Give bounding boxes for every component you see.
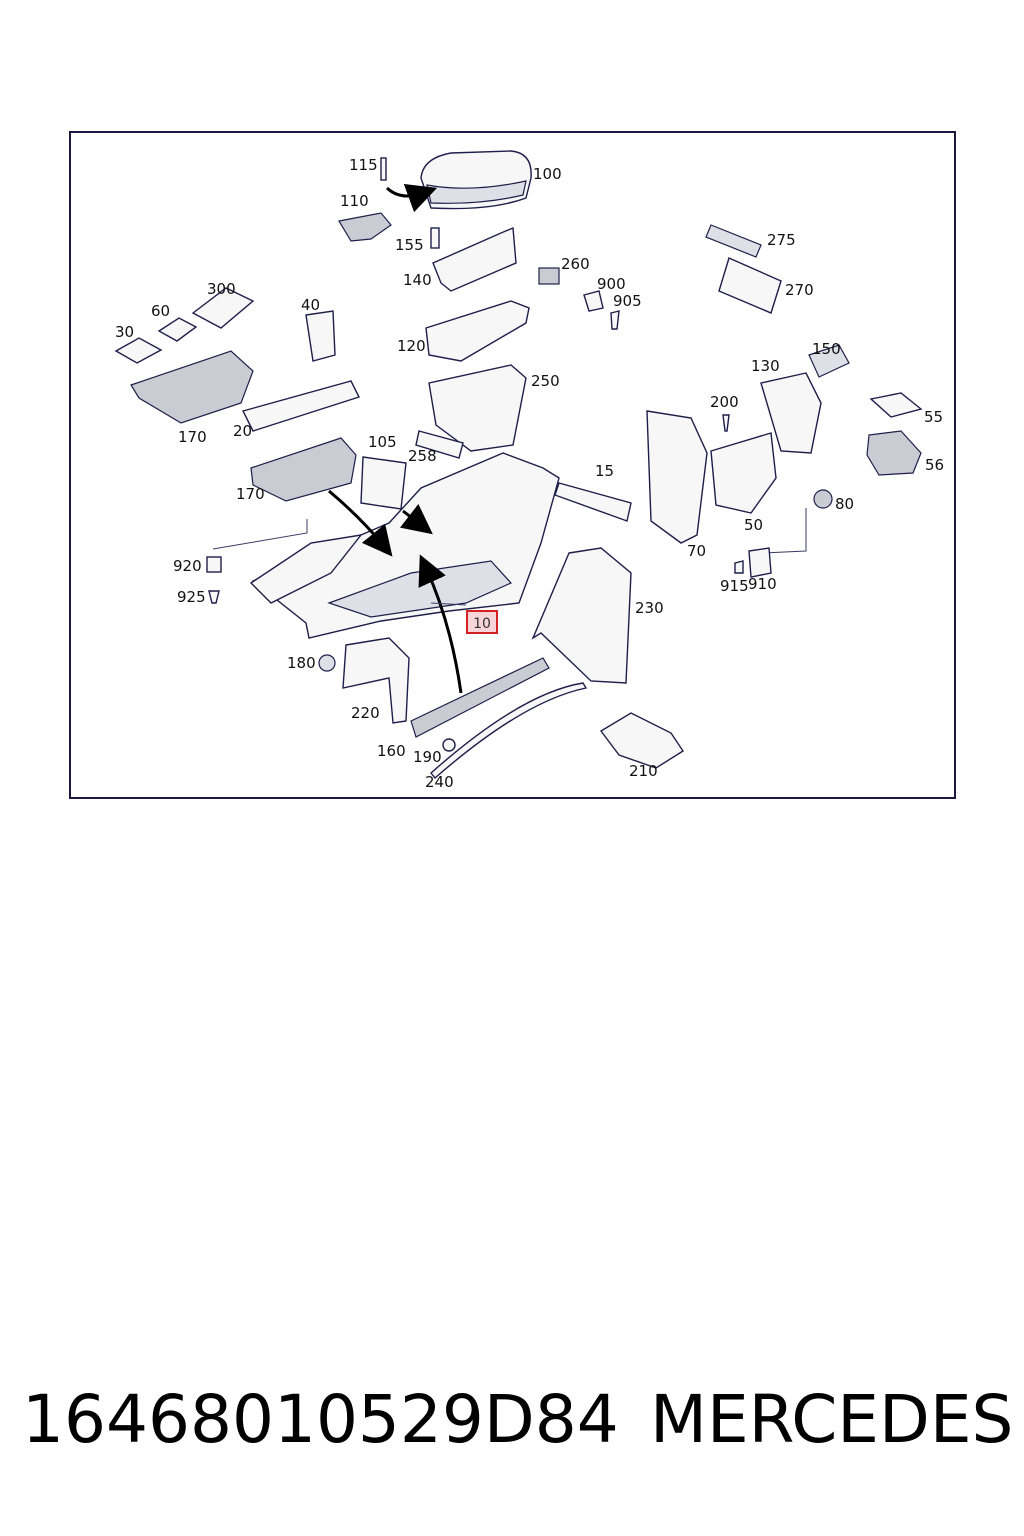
part-label-920: 920 [173,557,202,575]
part-label-250: 250 [531,372,560,390]
part-label-200: 200 [710,393,739,411]
part-label-110: 110 [340,192,369,210]
bolt-part-155 [430,227,440,249]
part-label-260: 260 [561,255,590,273]
nut-part-180 [318,654,336,672]
socket-part-80 [813,489,833,509]
parts-diagram-frame: 115 100 110 155 140 260 900 905 275 270 … [69,131,956,799]
brand-name: MERCEDES [650,1381,1014,1458]
part-label-120: 120 [397,337,426,355]
cupholder-part-170-upper [130,350,254,424]
part-label-925: 925 [177,588,206,606]
clip-part-915 [734,560,744,574]
part-label-230: 230 [635,599,664,617]
bracket-part-210 [599,712,684,769]
console-side-part [249,534,363,604]
part-label-20: 20 [233,422,253,440]
part-label-300: 300 [207,280,236,298]
mat-part-60 [157,317,198,342]
bin-part-250 [428,364,527,452]
clip-part-910 [748,547,772,578]
insert-part-55 [869,392,923,418]
part-label-50: 50 [744,516,764,534]
clip-part-925 [208,590,220,604]
part-label-55: 55 [924,408,944,426]
part-label-40: 40 [301,296,321,314]
part-label-210: 210 [629,762,658,780]
part-label-190: 190 [413,748,442,766]
part-number: 16468010529D84 [22,1381,619,1458]
screw-part-190 [442,738,456,752]
vent-part-275 [705,224,762,258]
part-label-105: 105 [368,433,397,451]
footer-caption: 16468010529D84 MERCEDES [22,1380,1014,1460]
part-label-270: 270 [785,281,814,299]
exploded-parts-diagram [114,150,923,780]
part-label-70: 70 [687,542,707,560]
side-panel-part-70 [646,410,708,544]
part-label-170-lower: 170 [236,485,265,503]
mat-part-30 [114,337,163,364]
clip-part-905 [610,310,620,330]
part-label-30: 30 [115,323,135,341]
cupholder-part-170-lower [250,437,357,502]
part-label-155: 155 [395,236,424,254]
panel-part-105 [360,456,407,510]
bracket-part-40 [305,310,336,362]
part-label-150: 150 [812,340,841,358]
bracket-part-220 [342,637,410,724]
bracket-part-900 [583,290,604,312]
part-label-910: 910 [748,575,777,593]
frame-part-270 [718,257,782,314]
rail-part-160 [410,657,550,738]
part-label-160: 160 [377,742,406,760]
part-label-180: 180 [287,654,316,672]
part-label-900: 900 [597,275,626,293]
highlighted-part-label-10[interactable]: 10 [466,610,498,634]
part-label-100: 100 [533,165,562,183]
screw-part-200 [722,414,730,432]
part-label-15: 15 [595,462,615,480]
part-label-905: 905 [613,292,642,310]
part-label-258: 258 [408,447,437,465]
cover-part-120 [425,300,530,362]
part-label-60: 60 [151,302,171,320]
part-label-130: 130 [751,357,780,375]
part-label-915: 915 [720,577,749,595]
clip-part-258 [415,430,464,459]
part-label-240: 240 [425,773,454,791]
support-part-230 [531,547,632,684]
box-part-50 [710,432,777,514]
part-label-220: 220 [351,704,380,722]
part-label-80: 80 [835,495,855,513]
part-label-170-upper: 170 [178,428,207,446]
box-part-56 [866,430,922,476]
screw-part-115 [380,157,387,181]
trim-part-20 [241,380,360,432]
hinge-part-110 [338,212,392,242]
support-part-130 [760,372,822,454]
strip-part-240 [430,682,588,780]
clip-part-920 [206,556,222,573]
part-label-115: 115 [349,156,378,174]
part-label-275: 275 [767,231,796,249]
mat-part-300 [191,287,255,329]
rail-part-15 [554,482,632,522]
lid-part-150 [808,344,850,378]
part-label-140: 140 [403,271,432,289]
tray-part-140 [432,226,517,292]
part-label-56: 56 [925,456,945,474]
switch-part-260 [538,267,560,285]
